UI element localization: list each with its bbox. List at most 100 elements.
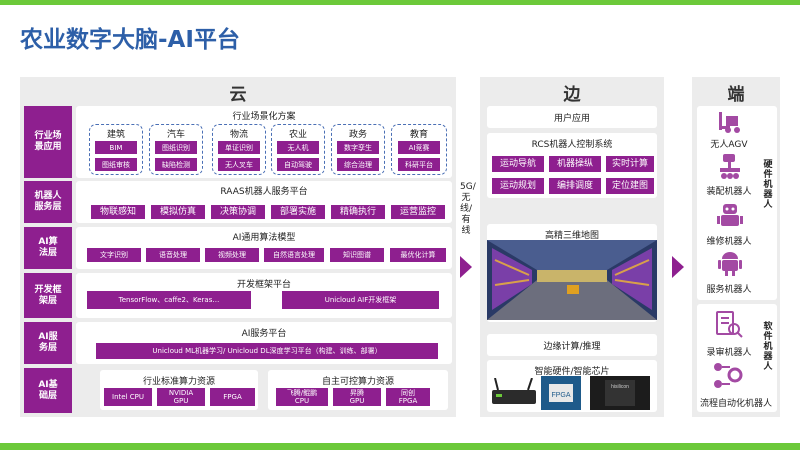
scenario-group-logistics bbox=[212, 124, 266, 175]
cloud-header: 云 bbox=[20, 80, 456, 105]
rcs-heading: RCS机器人控制系统 bbox=[531, 140, 613, 150]
robot-label: 无人AGV bbox=[710, 140, 748, 150]
hisilicon-chip-label: hisilicon bbox=[611, 384, 629, 390]
scenario-group-name: 政务 bbox=[348, 130, 367, 140]
compute-item[interactable]: 同创 FPGA bbox=[386, 388, 430, 406]
scenario-item[interactable]: 无人机 bbox=[277, 141, 319, 154]
scenario-item[interactable]: 图纸审核 bbox=[95, 158, 137, 171]
side-label-industry: 行业场景应用 bbox=[24, 106, 72, 178]
scenario-group-name: 教育 bbox=[409, 130, 428, 140]
algorithm-item[interactable]: 视频处理 bbox=[205, 248, 259, 262]
scenario-item[interactable]: 数字孪生 bbox=[337, 141, 379, 154]
side-label-robot-service: 机器人服务层 bbox=[24, 181, 72, 223]
side-label-dev-framework: 开发框架层 bbox=[24, 273, 72, 318]
rcs-item[interactable]: 定位建图 bbox=[606, 178, 654, 194]
algorithm-item[interactable]: 文字识别 bbox=[87, 248, 141, 262]
framework-item[interactable]: TensorFlow、caffe2、Keras… bbox=[87, 291, 251, 309]
robot-arm-icon bbox=[717, 154, 743, 180]
raas-item[interactable]: 精确执行 bbox=[331, 205, 385, 219]
warehouse-3d-map-image bbox=[487, 240, 657, 320]
router-device-image bbox=[490, 377, 538, 414]
standard-compute-heading: 行业标准算力资源 bbox=[142, 377, 215, 387]
scenario-item[interactable]: 图纸识别 bbox=[155, 141, 197, 154]
cloud-edge-arrow bbox=[460, 256, 472, 278]
fpga-chip-label: FPGA bbox=[551, 392, 570, 399]
ai-model-heading: AI通用算法模型 bbox=[232, 233, 296, 243]
scenario-item[interactable]: 科研平台 bbox=[398, 158, 440, 171]
side-label-ai-foundation: AI基础层 bbox=[24, 368, 72, 413]
scenario-item[interactable]: 自动驾驶 bbox=[277, 158, 319, 171]
side-label-ai-service: AI服务层 bbox=[24, 322, 72, 364]
rcs-item[interactable]: 运动规划 bbox=[492, 178, 544, 194]
forklift-icon bbox=[717, 110, 743, 134]
software-robots-label: 软件机器人 bbox=[763, 322, 773, 372]
rcs-item[interactable]: 编排调度 bbox=[549, 178, 601, 194]
compute-item[interactable]: NVIDIA GPU bbox=[157, 388, 205, 406]
industry-solutions-box bbox=[76, 106, 452, 178]
process-automation-icon bbox=[713, 362, 745, 390]
hisilicon-chip-image: hisilicon bbox=[590, 376, 650, 414]
ml-dl-platform-bar[interactable]: Unicloud ML机器学习/ Unicloud DL深度学习平台（构建、训练… bbox=[96, 343, 438, 359]
rcs-item[interactable]: 运动导航 bbox=[492, 156, 544, 172]
edge-compute-label: 边缘计算/推理 bbox=[543, 342, 601, 352]
scenario-group-agriculture bbox=[271, 124, 325, 175]
industry-solutions-heading: 行业场景化方案 bbox=[232, 112, 296, 122]
compute-item[interactable]: 昇腾 GPU bbox=[333, 388, 381, 406]
document-review-icon bbox=[715, 310, 743, 338]
rcs-item[interactable]: 实时计算 bbox=[606, 156, 654, 172]
repair-robot-icon bbox=[717, 202, 743, 230]
scenario-item[interactable]: 单证识别 bbox=[218, 141, 260, 154]
framework-item[interactable]: Unicloud AIF开发框架 bbox=[282, 291, 439, 309]
robot-label: 维修机器人 bbox=[706, 237, 752, 247]
ai-service-heading: AI服务平台 bbox=[241, 329, 287, 339]
android-robot-icon bbox=[718, 250, 742, 276]
algorithm-item[interactable]: 知识图谱 bbox=[330, 248, 384, 262]
robot-label: 录审机器人 bbox=[706, 348, 752, 358]
algorithm-item[interactable]: 最优化计算 bbox=[390, 248, 446, 262]
compute-item[interactable]: FPGA bbox=[210, 388, 255, 406]
robot-label: 服务机器人 bbox=[706, 285, 752, 295]
scenario-group-architecture bbox=[89, 124, 143, 175]
fpga-board-image: FPGA bbox=[541, 376, 581, 414]
compute-item[interactable]: 飞腾/鲲鹏 CPU bbox=[276, 388, 328, 406]
scenario-group-name: 物流 bbox=[229, 130, 248, 140]
software-robots-box bbox=[697, 304, 777, 412]
algorithm-item[interactable]: 自然语言处理 bbox=[264, 248, 324, 262]
top-accent-bar bbox=[0, 0, 800, 5]
user-app-label: 用户应用 bbox=[553, 114, 590, 124]
rcs-item[interactable]: 机器操纵 bbox=[549, 156, 601, 172]
hardware-label: 智能硬件/智能芯片 bbox=[534, 367, 610, 377]
raas-item[interactable]: 模拟仿真 bbox=[151, 205, 205, 219]
raas-item[interactable]: 运营监控 bbox=[391, 205, 445, 219]
user-app-box[interactable] bbox=[487, 106, 657, 128]
connectivity-label: 5G/无线/有线 bbox=[460, 182, 476, 236]
end-header: 端 bbox=[692, 80, 780, 105]
scenario-group-name: 建筑 bbox=[106, 130, 125, 140]
edge-compute-box bbox=[487, 334, 657, 356]
scenario-item[interactable]: 综合治理 bbox=[337, 158, 379, 171]
scenario-item[interactable]: 无人叉车 bbox=[218, 158, 260, 171]
raas-item[interactable]: 决策协调 bbox=[211, 205, 265, 219]
raas-item[interactable]: 部署实施 bbox=[271, 205, 325, 219]
framework-heading: 开发框架平台 bbox=[236, 280, 291, 290]
scenario-group-government bbox=[331, 124, 385, 175]
scenario-item[interactable]: BIM bbox=[95, 141, 137, 154]
domestic-compute-heading: 自主可控算力资源 bbox=[321, 377, 394, 387]
robot-label: 流程自动化机器人 bbox=[699, 399, 772, 409]
map-label: 高精三维地图 bbox=[544, 231, 599, 241]
scenario-item[interactable]: 缺陷检测 bbox=[155, 158, 197, 171]
scenario-group-name: 农业 bbox=[288, 130, 307, 140]
page-title: 农业数字大脑-AI平台 bbox=[20, 27, 240, 53]
raas-item[interactable]: 物联感知 bbox=[91, 205, 145, 219]
robot-label: 装配机器人 bbox=[706, 187, 752, 197]
hardware-robots-label: 硬件机器人 bbox=[763, 160, 773, 210]
algorithm-item[interactable]: 语音处理 bbox=[146, 248, 200, 262]
scenario-group-name: 汽车 bbox=[166, 130, 185, 140]
compute-item[interactable]: Intel CPU bbox=[104, 388, 152, 406]
edge-header: 边 bbox=[480, 80, 664, 105]
edge-end-arrow bbox=[672, 256, 684, 278]
scenario-group-automotive bbox=[149, 124, 203, 175]
scenario-group-education bbox=[391, 124, 447, 175]
scenario-item[interactable]: AI竞赛 bbox=[398, 141, 440, 154]
raas-heading: RAAS机器人服务平台 bbox=[220, 187, 308, 197]
